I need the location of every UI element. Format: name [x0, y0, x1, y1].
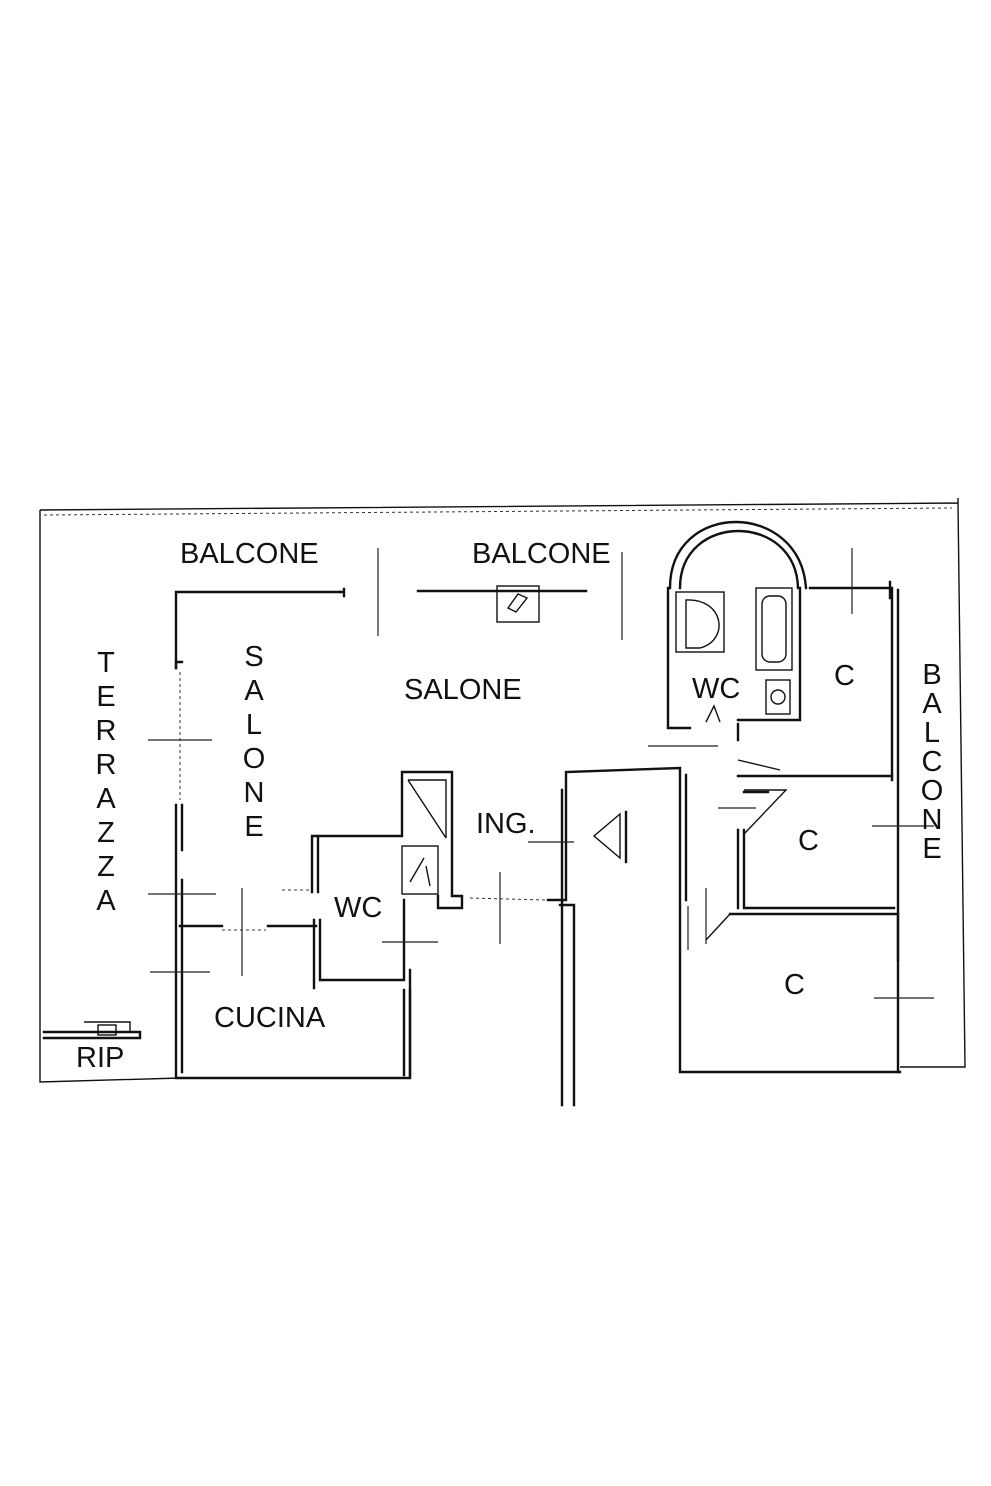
entrance-walls — [546, 766, 902, 1107]
storage-walls — [42, 1021, 142, 1040]
outer-boundary — [39, 498, 966, 1083]
kitchen-wc-walls — [178, 770, 464, 1077]
salone-label: SALONE — [404, 674, 522, 706]
bedroom-walls — [705, 586, 900, 1074]
wc-top-label: WC — [692, 673, 740, 705]
balcone-top-left-label: BALCONE — [180, 538, 319, 570]
ripostiglio-label: RIP — [76, 1042, 124, 1074]
ingresso-label: ING. — [476, 808, 536, 840]
wc-bottom-label: WC — [334, 892, 382, 924]
camera-3-label: C — [784, 969, 805, 1001]
balcone-top-right-label: BALCONE — [472, 538, 611, 570]
bathroom-walls — [666, 520, 892, 742]
camera-2-label: C — [798, 825, 819, 857]
cucina-label: CUCINA — [214, 1002, 326, 1034]
dimension-ticks — [148, 548, 934, 999]
camera-1-label: C — [834, 660, 855, 692]
